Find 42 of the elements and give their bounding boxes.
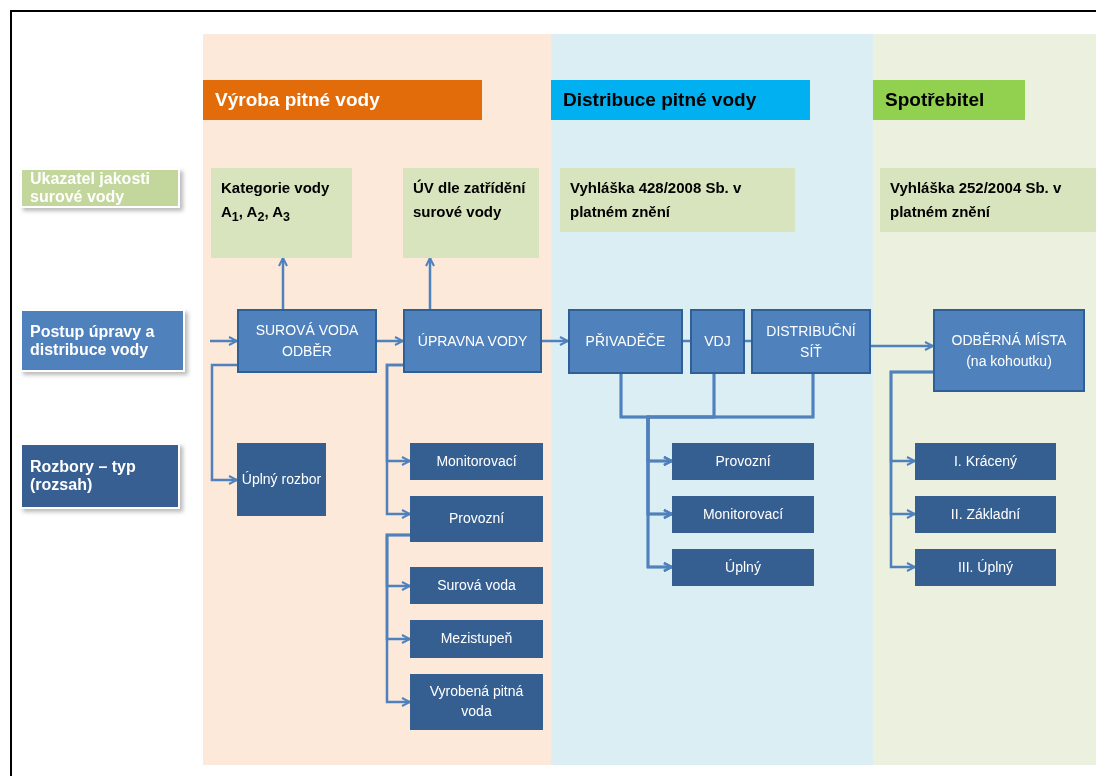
arrow — [385, 363, 411, 519]
note-box: Vyhláška 252/2004 Sb. v platném znění — [880, 168, 1096, 232]
row-label: Ukazatel jakosti surové vody — [20, 168, 180, 208]
column-band — [551, 34, 873, 765]
arrow — [889, 370, 933, 572]
row-label: Postup úpravy a distribuce vody — [20, 309, 185, 372]
process-box: DISTRIBUČNÍ SÍŤ — [751, 309, 871, 374]
arrow — [278, 257, 288, 309]
analysis-box: Úplný rozbor — [237, 443, 326, 516]
process-box: SUROVÁ VODA ODBĚR — [237, 309, 377, 373]
note-box: Kategorie vody A$_{1}$, A$_{2}$, A$_{3}$ — [211, 168, 352, 258]
analysis-box: III. Úplný — [915, 549, 1056, 586]
note-box: ÚV dle zatřídění surové vody — [403, 168, 539, 258]
column-heading: Spotřebitel — [873, 80, 1025, 120]
arrow — [542, 336, 569, 346]
arrow — [377, 336, 404, 346]
arrow — [210, 336, 238, 346]
analysis-box: Provozní — [410, 496, 543, 542]
column-band — [873, 34, 1096, 765]
arrow — [646, 374, 815, 572]
analysis-box: I. Krácený — [915, 443, 1056, 480]
analysis-box: Monitorovací — [410, 443, 543, 480]
process-box: ODBĚRNÁ MÍSTA (na kohoutku) — [933, 309, 1085, 392]
process-box: PŘIVADĚČE — [568, 309, 683, 374]
analysis-box: Monitorovací — [672, 496, 814, 533]
column-heading: Distribuce pitné vody — [551, 80, 810, 120]
arrow — [425, 257, 435, 309]
analysis-box: Vyrobená pitná voda — [410, 674, 543, 730]
analysis-box: Mezistupeň — [410, 620, 543, 658]
analysis-box: II. Základní — [915, 496, 1056, 533]
analysis-box: Provozní — [672, 443, 814, 480]
arrow — [210, 363, 238, 485]
column-heading: Výroba pitné vody — [203, 80, 482, 120]
analysis-box: Surová voda — [410, 567, 543, 604]
note-box: Vyhláška 428/2008 Sb. v platném znění — [560, 168, 795, 232]
row-label: Rozbory – typ (rozsah) — [20, 443, 180, 509]
arrow — [871, 341, 934, 351]
analysis-box: Úplný — [672, 549, 814, 586]
arrow — [385, 533, 411, 707]
column-band — [203, 34, 551, 765]
process-box: ÚPRAVNA VODY — [403, 309, 542, 373]
process-box: VDJ — [690, 309, 745, 374]
